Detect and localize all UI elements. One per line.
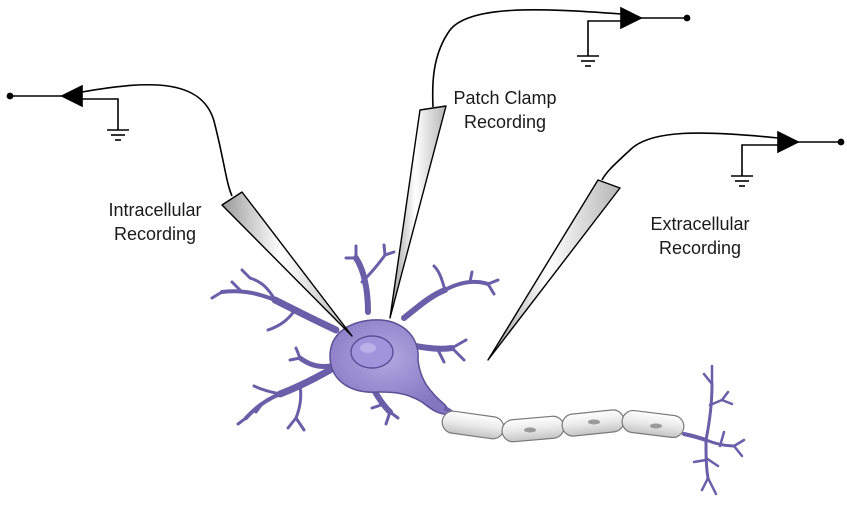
- label-line: Recording: [620, 236, 780, 260]
- myelinated-axon: [441, 408, 685, 443]
- label-line: Patch Clamp: [430, 86, 580, 110]
- extracellular-recording-label: Extracellular Recording: [620, 212, 780, 260]
- amplifier-triangle-icon: [621, 8, 641, 28]
- intracellular-pipette: [222, 192, 352, 336]
- intracellular-amplifier: [7, 85, 232, 196]
- intracellular-recording-label: Intracellular Recording: [80, 198, 230, 246]
- ground-icon: [107, 130, 129, 140]
- patch-clamp-pipette: [390, 106, 446, 318]
- label-line: Recording: [80, 222, 230, 246]
- label-line: Recording: [430, 110, 580, 134]
- extracellular-pipette: [488, 180, 620, 360]
- patch-clamp-recording-label: Patch Clamp Recording: [430, 86, 580, 134]
- amplifier-triangle-icon: [778, 132, 798, 152]
- cell-body: [330, 320, 452, 415]
- label-line: Extracellular: [620, 212, 780, 236]
- ground-icon: [731, 176, 753, 186]
- amplifier-triangle-icon: [62, 86, 82, 106]
- label-line: Intracellular: [80, 198, 230, 222]
- extracellular-amplifier: [602, 132, 844, 186]
- myelin-sheath: [441, 410, 505, 440]
- ground-icon: [577, 56, 599, 66]
- axon-terminal: [684, 366, 744, 494]
